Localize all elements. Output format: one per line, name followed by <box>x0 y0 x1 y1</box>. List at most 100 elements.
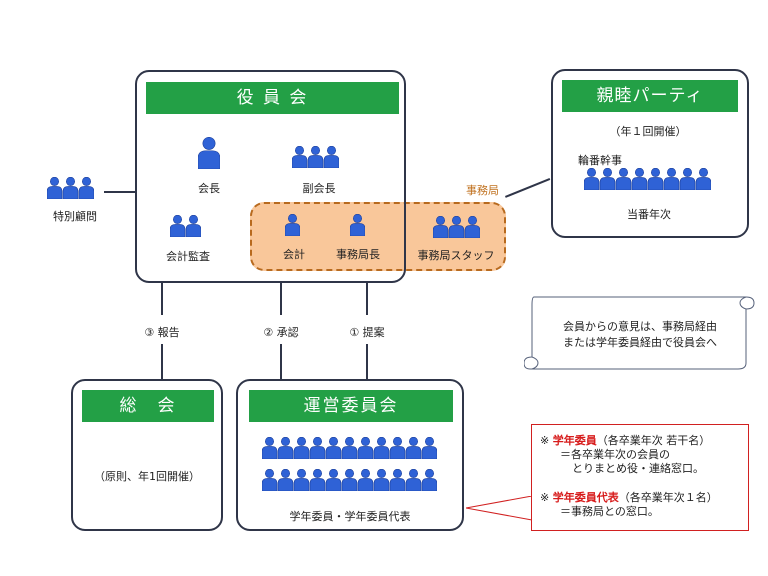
note-mark: ※ <box>540 434 550 447</box>
person-icon <box>405 468 422 492</box>
person-icon <box>197 136 221 170</box>
person-icons <box>432 215 481 239</box>
scroll-line-1: 会員からの意見は、事務局経由 <box>563 320 717 333</box>
person-icon <box>341 468 358 492</box>
toban-nenji-label: 当番年次 <box>627 208 671 221</box>
shinboku-party-header: 親睦パーティ <box>562 80 738 112</box>
teian-label: ① 提案 <box>349 326 385 339</box>
person-icon <box>277 468 294 492</box>
gakunen-iin-desc1: ＝各卒業年次の会員の <box>560 448 670 461</box>
gakunen-iin-term: 学年委員 <box>552 434 597 447</box>
kaikei-icon-group <box>284 213 301 240</box>
person-icons <box>583 167 712 191</box>
jimukyoku-staff-label: 事務局スタッフ <box>417 249 495 262</box>
person-icon <box>421 468 438 492</box>
person-icon <box>432 215 449 239</box>
person-icon <box>464 215 481 239</box>
party-frequency: （年１回開催） <box>609 125 687 138</box>
person-icon <box>357 468 374 492</box>
person-icon <box>293 436 310 460</box>
person-icon <box>599 167 616 191</box>
sokai-box: 総 会 <box>71 379 223 531</box>
person-icon <box>46 176 95 203</box>
person-icon <box>277 436 294 460</box>
jimukyokucho-label: 事務局長 <box>336 248 380 261</box>
jimukyokucho-icon-group <box>349 213 366 240</box>
gakunen-iin-daihyo-desc1: ＝事務局との窓口。 <box>560 505 659 518</box>
gakunen-iin-paren: （各卒業年次 若干名） <box>596 434 711 447</box>
person-icon <box>261 436 438 463</box>
callout-pointer <box>466 496 533 521</box>
connector-komon-yakuinkai <box>104 191 135 193</box>
person-icon <box>284 213 301 240</box>
person-icon <box>631 167 648 191</box>
person-icon <box>185 214 202 238</box>
person-icon <box>349 213 366 237</box>
kaicho-label: 会長 <box>198 182 220 195</box>
gakunen-iin-desc2: とりまとめ役・連絡窓口。 <box>572 462 704 475</box>
rinban-icon-group <box>583 167 712 194</box>
kaikei-label: 会計 <box>283 248 305 261</box>
person-icon <box>261 436 278 460</box>
person-icon <box>261 468 278 492</box>
scroll-line-2: または学年委員経由で役員会へ <box>563 336 717 349</box>
person-icons <box>261 436 438 460</box>
person-icon <box>169 214 186 238</box>
person-icon <box>309 436 326 460</box>
tokubetsu-komon-icon-group <box>46 176 95 203</box>
person-icon <box>583 167 712 194</box>
rinban-kanji-label: 輪番幹事 <box>578 154 622 167</box>
connector-hokoku-top <box>161 282 163 315</box>
connector-hokoku-bottom <box>161 344 163 381</box>
yakuinkai-header: 役 員 会 <box>146 82 399 114</box>
person-icon <box>448 215 465 239</box>
person-icon <box>62 176 79 200</box>
connector-teian-top <box>366 282 368 315</box>
person-icon <box>197 136 221 173</box>
person-icon <box>695 167 712 191</box>
person-icon <box>405 436 422 460</box>
person-icons <box>169 214 202 238</box>
gakunen-iin-daihyo-paren: （各卒業年次１名） <box>618 491 718 504</box>
person-icon <box>325 436 342 460</box>
connector-teian-bottom <box>366 344 368 381</box>
gakunen-iin-daihyo-term: 学年委員代表 <box>552 491 619 504</box>
note-mark: ※ <box>540 491 550 504</box>
person-icon <box>78 176 95 200</box>
kaicho-icon-group <box>197 136 221 173</box>
person-icon <box>169 214 202 241</box>
person-icon <box>325 468 342 492</box>
person-icon <box>291 145 308 169</box>
scroll-shape <box>524 296 755 370</box>
definitions-note: ※ 学年委員（各卒業年次 若干名） ＝各卒業年次の会員の とりまとめ役・連絡窓口… <box>531 424 749 531</box>
person-icon <box>284 213 301 237</box>
hokoku-label: ③ 報告 <box>144 326 180 339</box>
jimukyoku-label: 事務局 <box>466 184 499 197</box>
person-icon <box>46 176 63 200</box>
person-icon <box>615 167 632 191</box>
tokubetsu-komon-label: 特別顧問 <box>53 210 97 223</box>
shinboku-party-box: 親睦パーティ <box>551 69 749 238</box>
uneiiinkai-header: 運営委員会 <box>249 390 453 422</box>
shonin-label: ② 承認 <box>263 326 299 339</box>
fukukaicho-icon-group <box>291 145 340 172</box>
person-icon <box>349 213 366 240</box>
person-icon <box>583 167 600 191</box>
yakuinkai-box: 役 員 会 <box>135 70 406 283</box>
person-icons <box>291 145 340 169</box>
sokai-header: 総 会 <box>82 390 214 422</box>
uneiiinkai-icon-row-2 <box>261 468 438 495</box>
person-icons <box>197 136 221 170</box>
person-icon <box>421 436 438 460</box>
jimukyoku-staff-icon-group <box>432 215 481 242</box>
fukukaicho-label: 副会長 <box>302 182 336 195</box>
definition-gakunen-iin-daihyo: ※ 学年委員代表（各卒業年次１名） <box>540 491 718 504</box>
person-icon <box>341 436 358 460</box>
person-icon <box>373 436 390 460</box>
person-icon <box>291 145 340 172</box>
connector-shonin-top <box>280 282 282 315</box>
person-icon <box>357 436 374 460</box>
connector-shonin-bottom <box>280 344 282 381</box>
uneiiinkai-members: 学年委員・学年委員代表 <box>289 510 411 523</box>
connector-jimukyoku-party <box>505 178 551 198</box>
